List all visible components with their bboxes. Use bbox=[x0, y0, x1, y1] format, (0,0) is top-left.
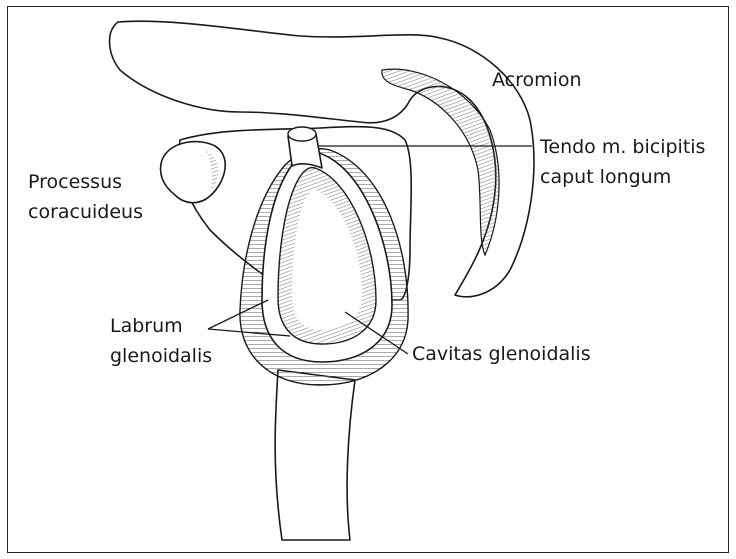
label-labrum-line1: Labrum bbox=[110, 314, 183, 338]
scapula-neck bbox=[275, 370, 355, 540]
label-labrum-line2: glenoidalis bbox=[110, 344, 212, 368]
label-acromion: Acromion bbox=[492, 68, 582, 92]
label-tendo-line1: Tendo m. bicipitis bbox=[540, 135, 705, 159]
biceps-tendon-top bbox=[288, 127, 316, 141]
label-processus-line2: coracuideus bbox=[28, 200, 143, 224]
label-processus-line1: Processus bbox=[28, 170, 122, 194]
label-cavitas: Cavitas glenoidalis bbox=[412, 342, 591, 366]
label-tendo-line2: caput longum bbox=[540, 165, 671, 189]
